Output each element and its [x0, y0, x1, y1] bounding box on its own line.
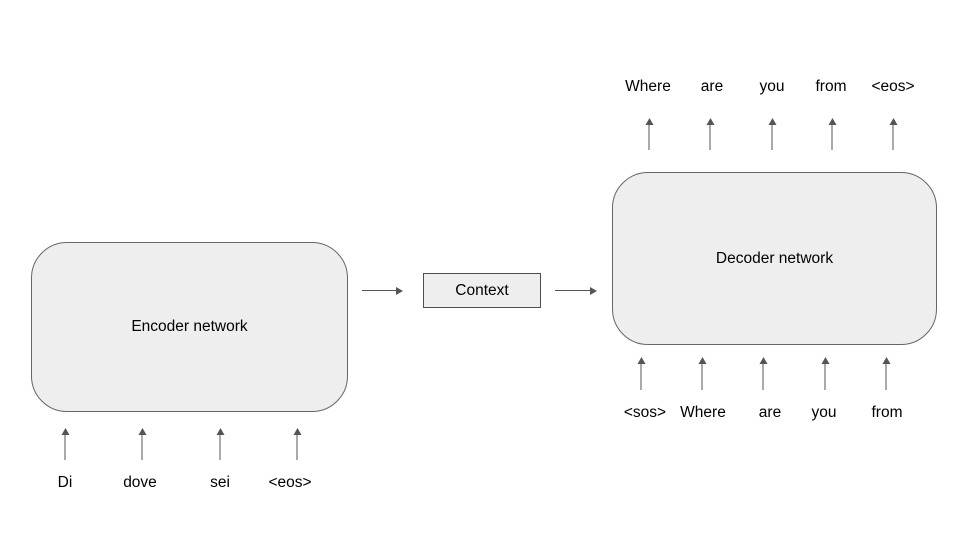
decoder-input-token: you: [811, 404, 837, 421]
decoder-output-arrow-icon: [645, 118, 654, 150]
arrow-shaft: [892, 124, 894, 150]
decoder-output-arrow-icon: [768, 118, 777, 150]
decoder-output-token: <eos>: [871, 78, 915, 95]
decoder-output-token: are: [700, 78, 724, 95]
context-box: Context: [423, 273, 541, 308]
arrow-shaft: [771, 124, 773, 150]
encoder-to-context-arrow-icon: [362, 286, 403, 295]
decoder-network-box: Decoder network: [612, 172, 937, 345]
decoder-output-token: from: [815, 78, 847, 95]
arrow-head: [637, 357, 645, 364]
arrow-head: [828, 118, 836, 125]
encoder-input-token: sei: [210, 474, 230, 491]
decoder-input-arrow-icon: [759, 357, 768, 390]
arrow-head: [293, 428, 301, 435]
decoder-input-token: Where: [680, 404, 726, 421]
arrow-shaft: [885, 363, 887, 390]
decoder-network-label: Decoder network: [715, 249, 834, 267]
arrow-head: [645, 118, 653, 125]
decoder-input-token: from: [871, 404, 903, 421]
arrow-head: [706, 118, 714, 125]
decoder-input-arrow-icon: [698, 357, 707, 390]
arrow-shaft: [701, 363, 703, 390]
arrow-shaft: [219, 434, 221, 460]
arrow-head: [759, 357, 767, 364]
decoder-input-token: <sos>: [623, 404, 667, 421]
arrow-shaft: [648, 124, 650, 150]
encoder-input-arrow-icon: [216, 428, 225, 460]
decoder-input-arrow-icon: [821, 357, 830, 390]
arrow-shaft: [141, 434, 143, 460]
arrow-shaft: [709, 124, 711, 150]
decoder-output-token: you: [759, 78, 785, 95]
arrow-shaft: [296, 434, 298, 460]
encoder-input-token: dove: [123, 474, 157, 491]
arrow-head: [61, 428, 69, 435]
arrow-head: [216, 428, 224, 435]
arrow-head: [882, 357, 890, 364]
encoder-input-arrow-icon: [138, 428, 147, 460]
decoder-input-arrow-icon: [882, 357, 891, 390]
decoder-input-arrow-icon: [637, 357, 646, 390]
decoder-input-token: are: [758, 404, 782, 421]
arrow-shaft: [640, 363, 642, 390]
decoder-output-arrow-icon: [889, 118, 898, 150]
arrow-head: [768, 118, 776, 125]
arrow-head: [821, 357, 829, 364]
context-label: Context: [455, 281, 509, 299]
arrow-shaft: [831, 124, 833, 150]
encoder-input-token: Di: [57, 474, 73, 491]
arrow-head: [396, 286, 403, 295]
arrow-head: [590, 286, 597, 295]
decoder-output-token: Where: [625, 78, 671, 95]
decoder-output-arrow-icon: [828, 118, 837, 150]
encoder-network-box: Encoder network: [31, 242, 348, 412]
arrow-head: [138, 428, 146, 435]
encoder-input-arrow-icon: [61, 428, 70, 460]
arrow-shaft: [824, 363, 826, 390]
arrow-shaft: [362, 290, 398, 291]
encoder-input-token: <eos>: [268, 474, 312, 491]
arrow-shaft: [64, 434, 66, 460]
decoder-output-arrow-icon: [706, 118, 715, 150]
arrow-shaft: [555, 290, 592, 291]
context-to-decoder-arrow-icon: [555, 286, 597, 295]
arrow-shaft: [762, 363, 764, 390]
encoder-network-label: Encoder network: [131, 318, 248, 335]
arrow-head: [889, 118, 897, 125]
encoder-input-arrow-icon: [293, 428, 302, 460]
arrow-head: [698, 357, 706, 364]
